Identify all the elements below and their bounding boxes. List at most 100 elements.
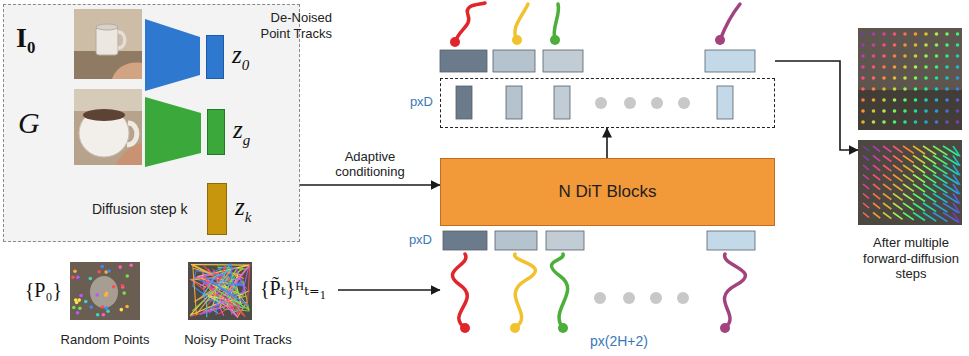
track-start-dot xyxy=(512,35,522,45)
track-point xyxy=(956,76,960,80)
math-subscript: k xyxy=(245,209,252,225)
track-point xyxy=(935,87,939,91)
track-point xyxy=(924,76,928,80)
token-rect xyxy=(705,50,755,72)
track-line xyxy=(883,146,891,152)
random-point xyxy=(76,275,80,279)
random-point xyxy=(125,305,129,309)
track-line xyxy=(953,203,960,213)
track-line xyxy=(863,146,869,151)
latent-token: zk xyxy=(207,183,227,235)
ellipsis-dot xyxy=(595,97,607,109)
point-track xyxy=(554,4,559,40)
track-line xyxy=(953,156,960,166)
math-symbol: z xyxy=(233,116,243,143)
random-point xyxy=(106,309,110,313)
image-encoder xyxy=(145,19,200,91)
track-point xyxy=(914,120,918,124)
random-point xyxy=(125,274,129,278)
track-point xyxy=(903,98,907,102)
track-line xyxy=(883,165,891,171)
track-line xyxy=(953,146,960,156)
token-rect xyxy=(440,50,487,72)
track-line xyxy=(863,165,869,170)
track-line xyxy=(883,213,891,219)
track-line xyxy=(913,184,925,192)
track-point xyxy=(872,76,876,80)
track-point xyxy=(882,76,886,80)
track-point xyxy=(935,32,939,36)
track-line xyxy=(953,184,960,194)
track-line xyxy=(903,184,914,191)
latent-label: zk xyxy=(235,193,251,221)
track-line xyxy=(863,213,869,218)
track-point xyxy=(861,120,865,124)
goal-encoder xyxy=(145,97,201,167)
photo xyxy=(70,262,140,320)
random-point xyxy=(100,265,104,269)
point-track xyxy=(455,3,485,42)
token-rect xyxy=(443,231,487,250)
track-point xyxy=(893,76,897,80)
track-point xyxy=(872,98,876,102)
track-point xyxy=(861,109,865,113)
arrow-connector xyxy=(338,289,440,291)
input-token-row: pxDpx(2H+2) xyxy=(440,230,775,355)
track-point xyxy=(935,109,939,113)
track-line xyxy=(863,175,869,180)
token-rect xyxy=(495,231,537,250)
track-point xyxy=(924,120,928,124)
hand xyxy=(112,63,142,79)
track-point xyxy=(893,87,897,91)
track-line xyxy=(873,194,880,200)
track-point xyxy=(956,65,960,69)
caption: Random Points xyxy=(35,332,175,348)
track-line xyxy=(913,146,925,154)
track-point xyxy=(903,43,907,47)
track-point xyxy=(903,65,907,69)
track-line xyxy=(893,203,903,210)
track-line xyxy=(893,213,903,220)
track-point xyxy=(872,120,876,124)
random-point xyxy=(84,300,88,304)
track-point xyxy=(935,43,939,47)
track-point xyxy=(903,109,907,113)
arrow-connector xyxy=(300,184,440,186)
point-track xyxy=(724,254,745,328)
math-symbol: z xyxy=(235,193,245,220)
random-point xyxy=(101,305,105,309)
track-point xyxy=(914,43,918,47)
track-line xyxy=(873,203,880,209)
track-start-dot xyxy=(558,323,568,333)
math-label: {P̃ₜ}ᴴₜ₌₁ xyxy=(260,276,327,300)
track-line xyxy=(903,175,914,182)
track-point xyxy=(872,65,876,69)
point-track xyxy=(720,4,740,40)
caption: After multiple forward-diffusion steps xyxy=(853,235,969,282)
token-rect xyxy=(493,50,535,72)
track-point xyxy=(924,43,928,47)
track-point xyxy=(903,76,907,80)
hand xyxy=(116,143,142,165)
ellipsis-dot xyxy=(677,292,689,304)
photo xyxy=(74,9,142,79)
ellipsis-dot xyxy=(594,292,606,304)
random-point xyxy=(96,313,100,317)
track-line xyxy=(893,156,903,163)
math-label: I₀ xyxy=(16,22,35,54)
photo-table xyxy=(858,90,962,130)
track-line xyxy=(903,203,914,210)
track-start-dot xyxy=(510,323,520,333)
token-rect xyxy=(543,50,583,72)
track-point xyxy=(882,120,886,124)
noisy-tracks-image: {P̃ₜ}ᴴₜ₌₁Noisy Point Tracks xyxy=(188,262,338,322)
track-point xyxy=(945,109,949,113)
track-point xyxy=(935,76,939,80)
track-point xyxy=(893,98,897,102)
track-line xyxy=(903,165,914,172)
track-point xyxy=(914,76,918,80)
random-points-illustration xyxy=(70,262,140,322)
track-point xyxy=(861,65,865,69)
track-point xyxy=(945,120,949,124)
token-rect xyxy=(707,231,755,250)
